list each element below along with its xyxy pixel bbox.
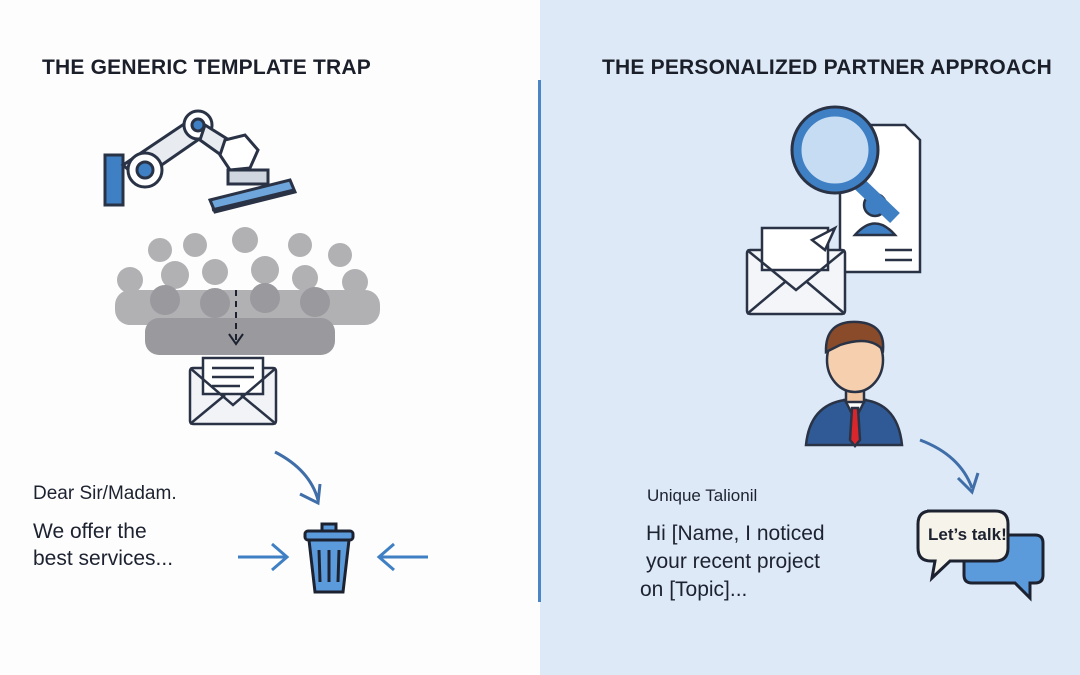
lets-talk-bubble-text: Let’s talk! xyxy=(928,525,1007,544)
person-avatar-icon xyxy=(804,320,904,448)
left-title: THE GENERIC TEMPLATE TRAP xyxy=(42,56,371,79)
right-title: THE PERSONALIZED PARTNER APPROACH xyxy=(602,56,1052,79)
arrows-to-trash-icon xyxy=(238,542,428,572)
generic-template-panel: THE GENERIC TEMPLATE TRAP xyxy=(33,56,428,594)
trash-can-icon xyxy=(303,522,355,594)
personalized-subtitle: Unique Talionil xyxy=(647,486,758,505)
robot-arm-icon xyxy=(103,109,298,214)
envelope-icon xyxy=(188,356,278,426)
generic-illustration xyxy=(103,109,428,594)
personalized-illustration xyxy=(745,105,1045,602)
personalized-body-text: Hi [Name, I noticed your recent project … xyxy=(640,520,825,604)
body-line: best services... xyxy=(33,547,174,570)
panel-divider xyxy=(538,80,541,602)
body-line: Hi [Name, I noticed xyxy=(646,522,825,545)
speech-bubbles-icon xyxy=(916,509,1045,602)
body-line: We offer the xyxy=(33,520,147,543)
generic-body-text: We offer the best services... xyxy=(33,518,173,572)
salutation-text: Dear Sir/Madam. xyxy=(33,483,177,504)
envelope-icon xyxy=(745,225,847,316)
magnifying-glass-icon xyxy=(790,105,900,224)
curved-arrow-icon xyxy=(919,438,974,489)
body-line: on [Topic]... xyxy=(640,578,748,601)
crowd-icon xyxy=(115,227,380,355)
personalized-partner-panel: THE PERSONALIZED PARTNER APPROACH xyxy=(540,0,1080,675)
body-line: your recent project xyxy=(646,550,820,573)
curved-arrow-icon xyxy=(274,450,320,501)
